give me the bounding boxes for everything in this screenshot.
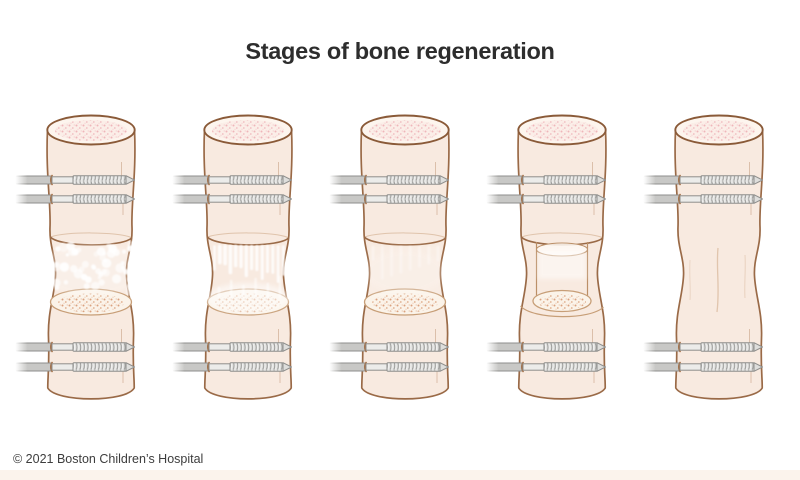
bottom-accent-bar bbox=[0, 470, 800, 480]
bone-stage-4 bbox=[483, 100, 640, 410]
screw-entry-hole bbox=[364, 341, 368, 353]
regeneration-zone bbox=[689, 247, 746, 313]
bone-marrow-top bbox=[203, 114, 293, 146]
bone-screw-icon bbox=[486, 193, 606, 205]
bone-screw-icon bbox=[643, 341, 763, 353]
healed-bone-marks bbox=[689, 247, 746, 313]
screw-entry-hole bbox=[678, 341, 682, 353]
osteotomy-cut-edge bbox=[206, 235, 290, 246]
screw-entry-hole bbox=[50, 174, 54, 186]
screw-entry-hole bbox=[364, 361, 368, 373]
new-bone-columns-texture bbox=[213, 244, 285, 299]
screw-entry-hole bbox=[678, 361, 682, 373]
copyright: © 2021 Boston Children’s Hospital bbox=[13, 452, 204, 466]
bone-screw-icon bbox=[329, 174, 449, 186]
regeneration-zone bbox=[363, 232, 447, 316]
bone-screw-icon bbox=[329, 361, 449, 373]
bone-marrow-top bbox=[46, 114, 136, 146]
bone-screw-icon bbox=[172, 361, 292, 373]
new-tissue-mottled-texture bbox=[39, 240, 142, 297]
screw-entry-hole bbox=[364, 193, 368, 205]
bone-screw-icon bbox=[15, 174, 135, 186]
bone-screw-icon bbox=[643, 193, 763, 205]
bone-screw-icon bbox=[643, 361, 763, 373]
stage-5-bone-illustration bbox=[643, 114, 764, 400]
bone-stage-5 bbox=[640, 100, 797, 410]
bone-stage-1 bbox=[12, 100, 169, 410]
screw-entry-hole bbox=[521, 174, 525, 186]
stage-4-bone-illustration bbox=[486, 114, 607, 400]
page-title: Stages of bone regeneration bbox=[245, 38, 555, 64]
stage-3-bone-illustration bbox=[329, 114, 450, 400]
screw-entry-hole bbox=[678, 174, 682, 186]
consolidating-core bbox=[520, 242, 604, 318]
regeneration-zone bbox=[38, 232, 144, 316]
bone-screw-icon bbox=[15, 193, 135, 205]
bone-screw-icon bbox=[15, 341, 135, 353]
stage-1-bone-illustration bbox=[15, 114, 144, 400]
bone-marrow-top bbox=[674, 114, 764, 146]
screw-entry-hole bbox=[521, 193, 525, 205]
bone-screw-icon bbox=[486, 361, 606, 373]
screw-entry-hole bbox=[50, 341, 54, 353]
stage-2-bone-illustration bbox=[172, 114, 293, 400]
bone-marrow-top bbox=[360, 114, 450, 146]
bone-screw-icon bbox=[172, 174, 292, 186]
bone-screw-icon bbox=[15, 361, 135, 373]
bone-screw-icon bbox=[486, 341, 606, 353]
screw-entry-hole bbox=[50, 193, 54, 205]
screw-entry-hole bbox=[207, 193, 211, 205]
screw-entry-hole bbox=[207, 341, 211, 353]
bone-screw-icon bbox=[172, 193, 292, 205]
bone-marrow-top bbox=[517, 114, 607, 146]
screw-entry-hole bbox=[50, 361, 54, 373]
bone-screw-icon bbox=[486, 174, 606, 186]
bone-screw-icon bbox=[172, 341, 292, 353]
osteotomy-cut-edge bbox=[363, 235, 447, 246]
screw-entry-hole bbox=[207, 174, 211, 186]
bone-stage-3 bbox=[326, 100, 483, 410]
screw-entry-hole bbox=[678, 193, 682, 205]
screw-entry-hole bbox=[364, 174, 368, 186]
screw-entry-hole bbox=[207, 361, 211, 373]
regeneration-zone bbox=[520, 232, 604, 318]
screw-entry-hole bbox=[521, 361, 525, 373]
bone-screw-icon bbox=[329, 341, 449, 353]
bone-screw-icon bbox=[329, 193, 449, 205]
bone-stages-figure bbox=[12, 100, 797, 410]
bone-screw-icon bbox=[643, 174, 763, 186]
bone-stage-2 bbox=[169, 100, 326, 410]
screw-entry-hole bbox=[521, 341, 525, 353]
regeneration-zone bbox=[206, 232, 290, 316]
regenerate-bone-end bbox=[532, 289, 592, 313]
